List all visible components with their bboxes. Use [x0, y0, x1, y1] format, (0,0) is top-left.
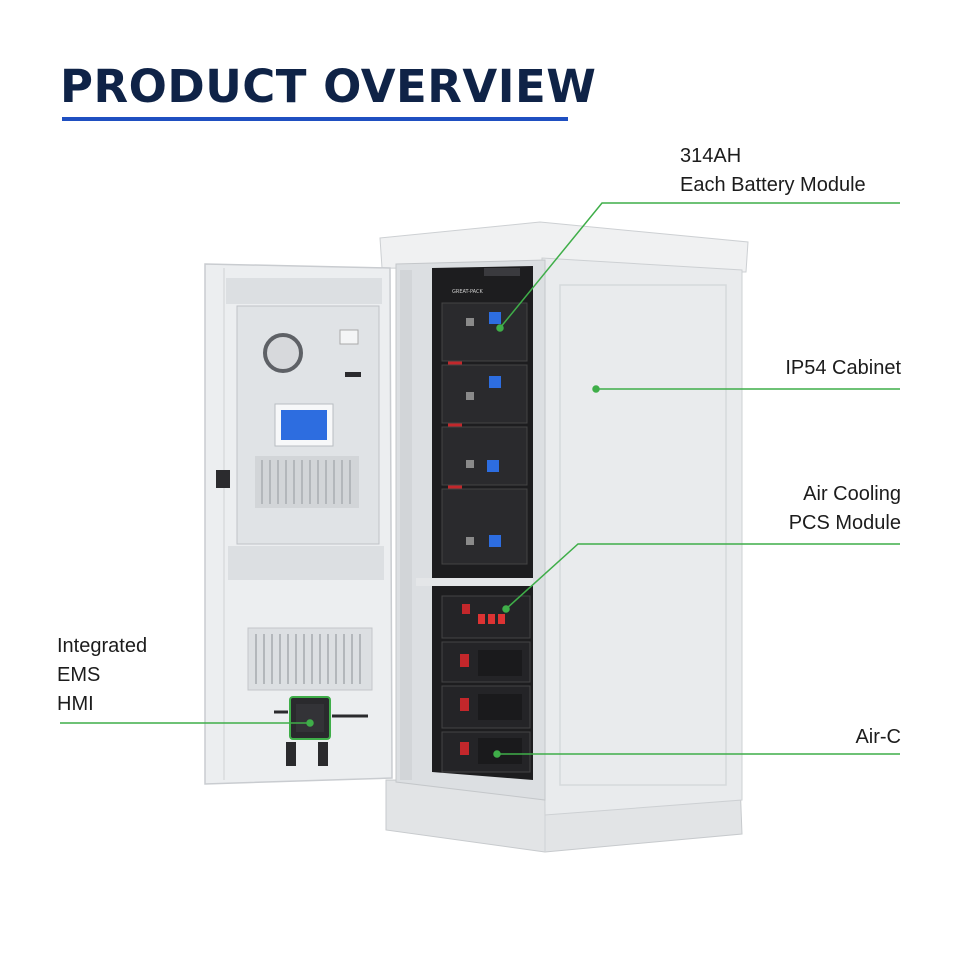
callout-ip54-cabinet: IP54 Cabinet	[785, 354, 901, 383]
pcs-module	[441, 595, 531, 639]
callout-battery-line-1: 314AH	[680, 145, 742, 167]
callout-ems-line-3: HMI	[57, 693, 94, 715]
pcs-module	[441, 641, 531, 683]
callout-pcs-line-1: Air Cooling	[803, 483, 901, 505]
air-conditioner-unit	[236, 305, 380, 545]
leader-pcs-dot	[502, 605, 510, 613]
callout-airc-line-1: Air-C	[855, 726, 901, 748]
pcs-module	[441, 731, 531, 773]
leader-battery-dot	[496, 324, 504, 332]
cabinet-door	[204, 263, 393, 785]
callout-pcs-module: Air Cooling PCS Module	[789, 480, 901, 538]
callout-leaders	[60, 202, 900, 758]
callout-battery-module: 314AH Each Battery Module	[680, 142, 866, 200]
ems-controller	[274, 696, 368, 766]
door-vent	[247, 627, 373, 691]
callout-ems-line-1: Integrated	[57, 635, 148, 657]
leader-ems-dot	[306, 719, 314, 727]
callout-pcs-line-2: PCS Module	[788, 512, 901, 534]
callout-battery-line-2: Each Battery Module	[680, 174, 866, 196]
pcs-module	[441, 685, 531, 729]
battery-module	[441, 488, 528, 565]
callout-ems-line-2: EMS	[57, 664, 101, 686]
hmi-display	[281, 410, 327, 440]
door-handle	[216, 470, 230, 488]
leader-cabinet-dot	[592, 385, 600, 393]
leader-airc-dot	[493, 750, 501, 758]
battery-module	[441, 426, 528, 486]
page-title: PRODUCT OVERVIEW	[60, 60, 597, 113]
title-underline	[62, 117, 568, 121]
callout-air-c: Air-C	[855, 723, 901, 752]
brand-mark: GREAT-PACK	[452, 289, 483, 295]
leader-pcs	[505, 543, 900, 610]
battery-module	[441, 364, 528, 424]
callout-cabinet-line-1: IP54 Cabinet	[785, 357, 901, 379]
callout-integrated-ems-hmi: Integrated EMS HMI	[57, 632, 147, 719]
battery-rack: GREAT-PACK	[416, 266, 533, 780]
leader-battery	[499, 202, 900, 329]
